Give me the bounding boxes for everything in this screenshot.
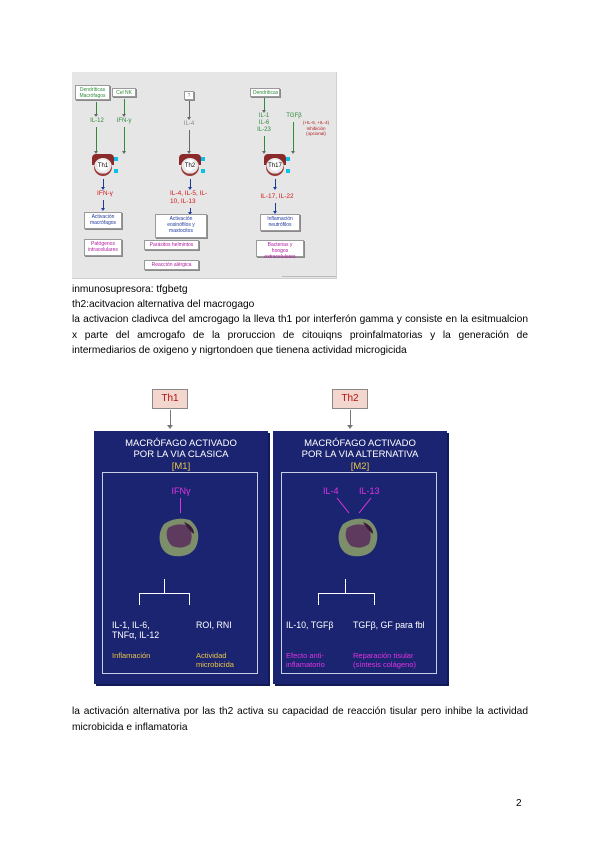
allergic-reaction-box: Reacción alérgica xyxy=(144,260,199,270)
m1-subtitle: [M1] xyxy=(171,461,191,472)
th-subsets-figure: Dendríticas Macrófagos Cel NK IL-12 IFN-… xyxy=(72,72,337,279)
m2-subtitle: [M2] xyxy=(350,461,370,472)
th1-target-box: Patógenos intracelulares xyxy=(84,239,122,256)
branch-line xyxy=(139,593,189,594)
cell-body-icon xyxy=(181,158,199,176)
m1-title-2: POR LA VIA CLASICA xyxy=(133,449,229,460)
branch-line xyxy=(164,579,165,593)
m1-title-1: MACRÓFAGO ACTIVADO xyxy=(125,438,237,449)
arrow-icon xyxy=(122,99,126,117)
tgfb-label: TGFβ xyxy=(286,113,302,119)
m1-effect-2: Actividad microbicida xyxy=(196,651,234,669)
arrow-icon xyxy=(374,593,375,605)
m1-inner-frame xyxy=(102,472,258,674)
cell-body-icon xyxy=(266,158,284,176)
th17-product: IL-17, IL-22 xyxy=(260,193,294,200)
divider xyxy=(282,276,336,277)
m1-panel: MACRÓFAGO ACTIVADO POR LA VIA CLASICA [M… xyxy=(94,431,268,684)
th1-product: IFN-γ xyxy=(97,190,113,197)
ifng-label: IFN-γ xyxy=(116,118,132,124)
arrow-icon xyxy=(262,98,266,113)
receptor-icon xyxy=(201,169,205,173)
inhibition-note: (+IL-6, +IL-4) Inhibición (opcional) xyxy=(302,120,330,136)
th2-effect-box: Activación eosinófilos y mastocitos xyxy=(155,214,207,238)
arrow-icon xyxy=(94,127,98,154)
paragraph-1: la activacion cladivca del amcrogago la … xyxy=(72,314,528,356)
arrow-icon xyxy=(187,101,191,120)
m1-output-2: ROI, RNI xyxy=(196,620,232,630)
il4-signal: IL-4 xyxy=(323,486,339,496)
arrow-icon xyxy=(122,127,126,154)
il12-label: IL-12 xyxy=(90,118,104,124)
arrow-icon xyxy=(318,593,319,605)
branch-line xyxy=(318,593,374,594)
arrow-icon xyxy=(188,179,192,190)
arrow-icon xyxy=(273,203,277,214)
paragraph-2: la activación alternativa por las th2 ac… xyxy=(72,706,528,733)
dendritic-macrophage-box: Dendríticas Macrófagos xyxy=(75,85,110,100)
arrow-icon xyxy=(101,179,105,190)
arrow-icon xyxy=(94,102,98,117)
th2-box: Th2 xyxy=(332,389,368,409)
arrow-icon xyxy=(273,179,277,190)
m1-output-1: IL-1, IL-6, TNFα, IL-12 xyxy=(112,620,160,640)
cell-body-icon xyxy=(94,158,112,176)
macrophage-icon xyxy=(159,518,199,557)
dendritic-box: Dendríticas xyxy=(250,88,280,97)
th1-box: Th1 xyxy=(152,389,188,409)
m2-output-1: IL-10, TGFβ xyxy=(286,620,334,630)
m1-effect-1: Inflamación xyxy=(112,651,151,660)
m2-effect-2: Reparación tisular (síntesis colágeno) xyxy=(353,651,416,669)
arrow-icon xyxy=(188,208,192,215)
th2-product: IL-4, IL-5, IL-10, IL-13 xyxy=(170,190,208,205)
arrow-icon xyxy=(180,498,181,513)
m2-effect-1: Efecto anti-inflamatorio xyxy=(286,651,325,669)
arrow-icon xyxy=(139,593,140,605)
th17-cell-label: Th17 xyxy=(268,163,282,169)
m2-title-2: POR LA VIA ALTERNATIVA xyxy=(301,449,419,460)
arrow-icon xyxy=(336,497,372,514)
il1-il6-il23-label: IL-1 IL-6 IL-23 xyxy=(257,113,271,133)
text-line-1: inmunosupresora: tfgbetg xyxy=(72,284,188,295)
ifng-signal: IFNγ xyxy=(171,486,191,496)
arrow-icon xyxy=(167,410,173,429)
text-line-2: th2:acitvacion alternativa del macrogago xyxy=(72,299,255,310)
receptor-icon xyxy=(286,169,290,173)
macrophage-icon xyxy=(338,518,378,557)
arrow-icon xyxy=(347,410,353,429)
page-number: 2 xyxy=(516,798,522,809)
th17-target-box: Bacterias y hongos extracelulares xyxy=(256,240,304,260)
m2-inner-frame xyxy=(281,472,437,674)
il13-signal: IL-13 xyxy=(359,486,380,496)
th1-cell-label: Th1 xyxy=(97,163,109,169)
receptor-icon xyxy=(286,157,290,161)
th1-effect-box: Activación macrófagos xyxy=(84,212,122,229)
arrow-icon xyxy=(291,122,295,154)
arrow-icon xyxy=(187,130,191,154)
receptor-icon xyxy=(114,157,118,161)
th2-cell-label: Th2 xyxy=(184,163,196,169)
arrow-icon xyxy=(262,136,266,154)
th2-target-box: Parásitos helmintos xyxy=(144,240,199,250)
m2-output-2: TGFβ, GF para fbl xyxy=(353,620,425,630)
m2-title-1: MACRÓFAGO ACTIVADO xyxy=(304,438,416,449)
receptor-icon xyxy=(114,169,118,173)
th17-effect-box: Inflamación neutrófilos xyxy=(260,214,300,231)
nk-cell-box: Cel NK xyxy=(112,88,136,97)
arrow-icon xyxy=(189,593,190,605)
unknown-box: ? xyxy=(184,91,194,100)
receptor-icon xyxy=(201,157,205,161)
branch-line xyxy=(345,579,346,593)
m2-panel: MACRÓFAGO ACTIVADO POR LA VIA ALTERNATIV… xyxy=(273,431,447,684)
arrow-icon xyxy=(101,200,105,211)
il4-label: IL-4 xyxy=(183,121,195,127)
